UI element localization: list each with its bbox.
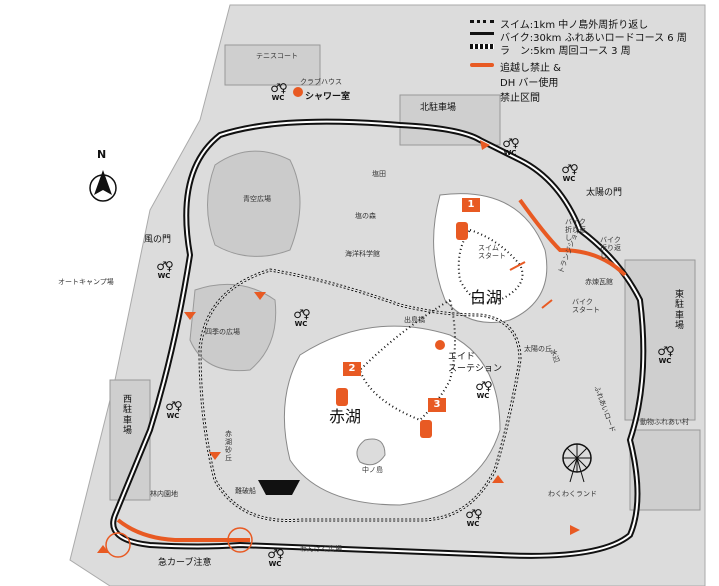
clubhouse-marker [293,87,303,97]
wc-marker-east: ♂♀WC [652,345,678,365]
wreck-label: 難破船 [235,487,256,495]
bike-legend-swatch [470,29,496,39]
legend: スイム:1km 中ノ島外周折り返し バイク:30km ふれあいロードコース 6 … [470,16,687,104]
wc-marker-four-seasons: ♂♀WC [288,308,314,328]
compass-north-label: N [97,148,107,161]
wc-marker-south: ♂♀WC [460,508,486,528]
run-legend-label: ラ ン:5km 周回コース 3 周 [500,46,631,57]
sun-hill-label: 太陽の丘 [524,345,552,353]
tennis-court-area [224,44,321,86]
swim-legend-label: スイム:1km 中ノ島外周折り返し [500,20,649,31]
buoy-2-flag: 2 [343,362,361,376]
wind-gate-label: 風の門 [144,235,172,245]
restroom-icon: ♂♀ [561,162,579,176]
aid-station-label-1: エイド [448,352,476,362]
compass-arrow [94,170,112,195]
seiku-label: 青空広場 [243,195,271,203]
no-pass-zone-east [518,198,627,277]
swim-start-label: スイム スタート [478,244,506,261]
curve-warning-circle-2 [227,527,253,553]
restroom-icon: ♂♀ [156,259,174,273]
swim-start-line [509,261,526,271]
restroom-icon: ♂♀ [270,81,288,95]
buoy-3 [420,420,432,438]
wc-marker-wind-gate: ♂♀WC [151,260,177,280]
bike-start-label: バイク スタート [572,298,600,315]
bike-legend-label: バイク:30km ふれあいロードコース 6 周 [500,33,687,44]
buoy-1 [456,222,468,240]
aid-station-label-2: スーテション [448,364,503,374]
shiota-label: 塩田 [372,170,386,178]
shower-label: シャワー室 [305,92,351,102]
no-pass-legend-line2: DH バー使用 [500,78,559,89]
buoy-2 [336,388,348,406]
park-area [69,4,706,586]
wc-marker-west: ♂♀WC [160,400,186,420]
kaiyo-label: 海洋科学館 [345,250,380,258]
north-parking-label: 北駐車場 [420,103,457,113]
sekiko-sand-label: 赤湖砂丘 [225,430,232,463]
zoo-area [629,429,701,511]
swim-legend-swatch [470,16,496,26]
red-lake-label: 赤湖 [329,407,362,426]
shio-mori-label: 塩の森 [355,212,376,220]
wc-marker-north: ♂♀WC [497,137,523,157]
clubhouse-label: クラブハウス [300,78,342,86]
run-legend-swatch [470,42,496,52]
aid-station-marker [435,340,445,350]
shipwreck-icon [258,480,300,495]
nakanoshima-island [356,438,386,466]
exit-route-label: 出島橋 [404,316,425,324]
east-parking-label: 東駐車場 [675,290,685,332]
four-seasons-area [189,283,277,372]
tennis-court-label: テニスコート [256,52,298,60]
no-pass-legend-line3: 禁止区間 [500,93,540,104]
seiku-area [207,150,301,257]
white-lake-label: 白湖 [470,288,503,307]
wc-marker-sun-gate: ♂♀WC [556,163,582,183]
restroom-icon: ♂♀ [267,547,285,561]
wc-marker-aid: ♂♀WC [470,380,496,400]
buoy-3-flag: 3 [428,398,446,412]
wc-marker-clubhouse: ♂♀WC [265,82,291,102]
bike-start-line [541,299,553,309]
zoo-label: 動物ふれあい村 [640,418,689,426]
forest-label: 林内園地 [150,490,178,498]
nakanoshima-label: 中ノ島 [362,466,383,474]
direction-arrows [97,140,580,553]
restroom-icon: ♂♀ [165,399,183,413]
no-pass-legend-swatch [470,59,496,69]
no-pass-zone-southwest [116,518,250,542]
west-parking-label: 西駐車場 [123,395,133,437]
restroom-icon: ♂♀ [465,507,483,521]
north-parking-area [399,94,501,146]
restroom-icon: ♂♀ [657,344,675,358]
no-pass-legend-line1: 追越し禁止 & [500,63,561,74]
ferris-wheel-icon [562,443,592,483]
wc-marker-wanpaku: ♂♀WC [262,548,288,568]
camp-label: オートキャンプ場 [58,278,114,286]
bike-turn-label-1: バイク 折り返し [565,218,586,243]
akarenga-label: 赤煉瓦館 [585,278,613,286]
restroom-icon: ♂♀ [293,307,311,321]
east-parking-area [624,259,696,421]
wakuwaku-label: わくわくランド [548,490,597,498]
red-lake [283,325,501,506]
curve-warning-label: 急カーブ注意 [158,558,212,568]
curve-warning-circle-1 [105,532,131,558]
restroom-icon: ♂♀ [502,136,520,150]
sun-gate-label: 太陽の門 [586,188,623,198]
bike-turn-label-2: バイク 折り返し [600,236,621,261]
restroom-icon: ♂♀ [475,379,493,393]
buoy-1-flag: 1 [462,198,480,212]
four-seasons-label: 四季の広場 [205,328,240,336]
wanpaku-label: わんぱく広場 [300,545,342,553]
